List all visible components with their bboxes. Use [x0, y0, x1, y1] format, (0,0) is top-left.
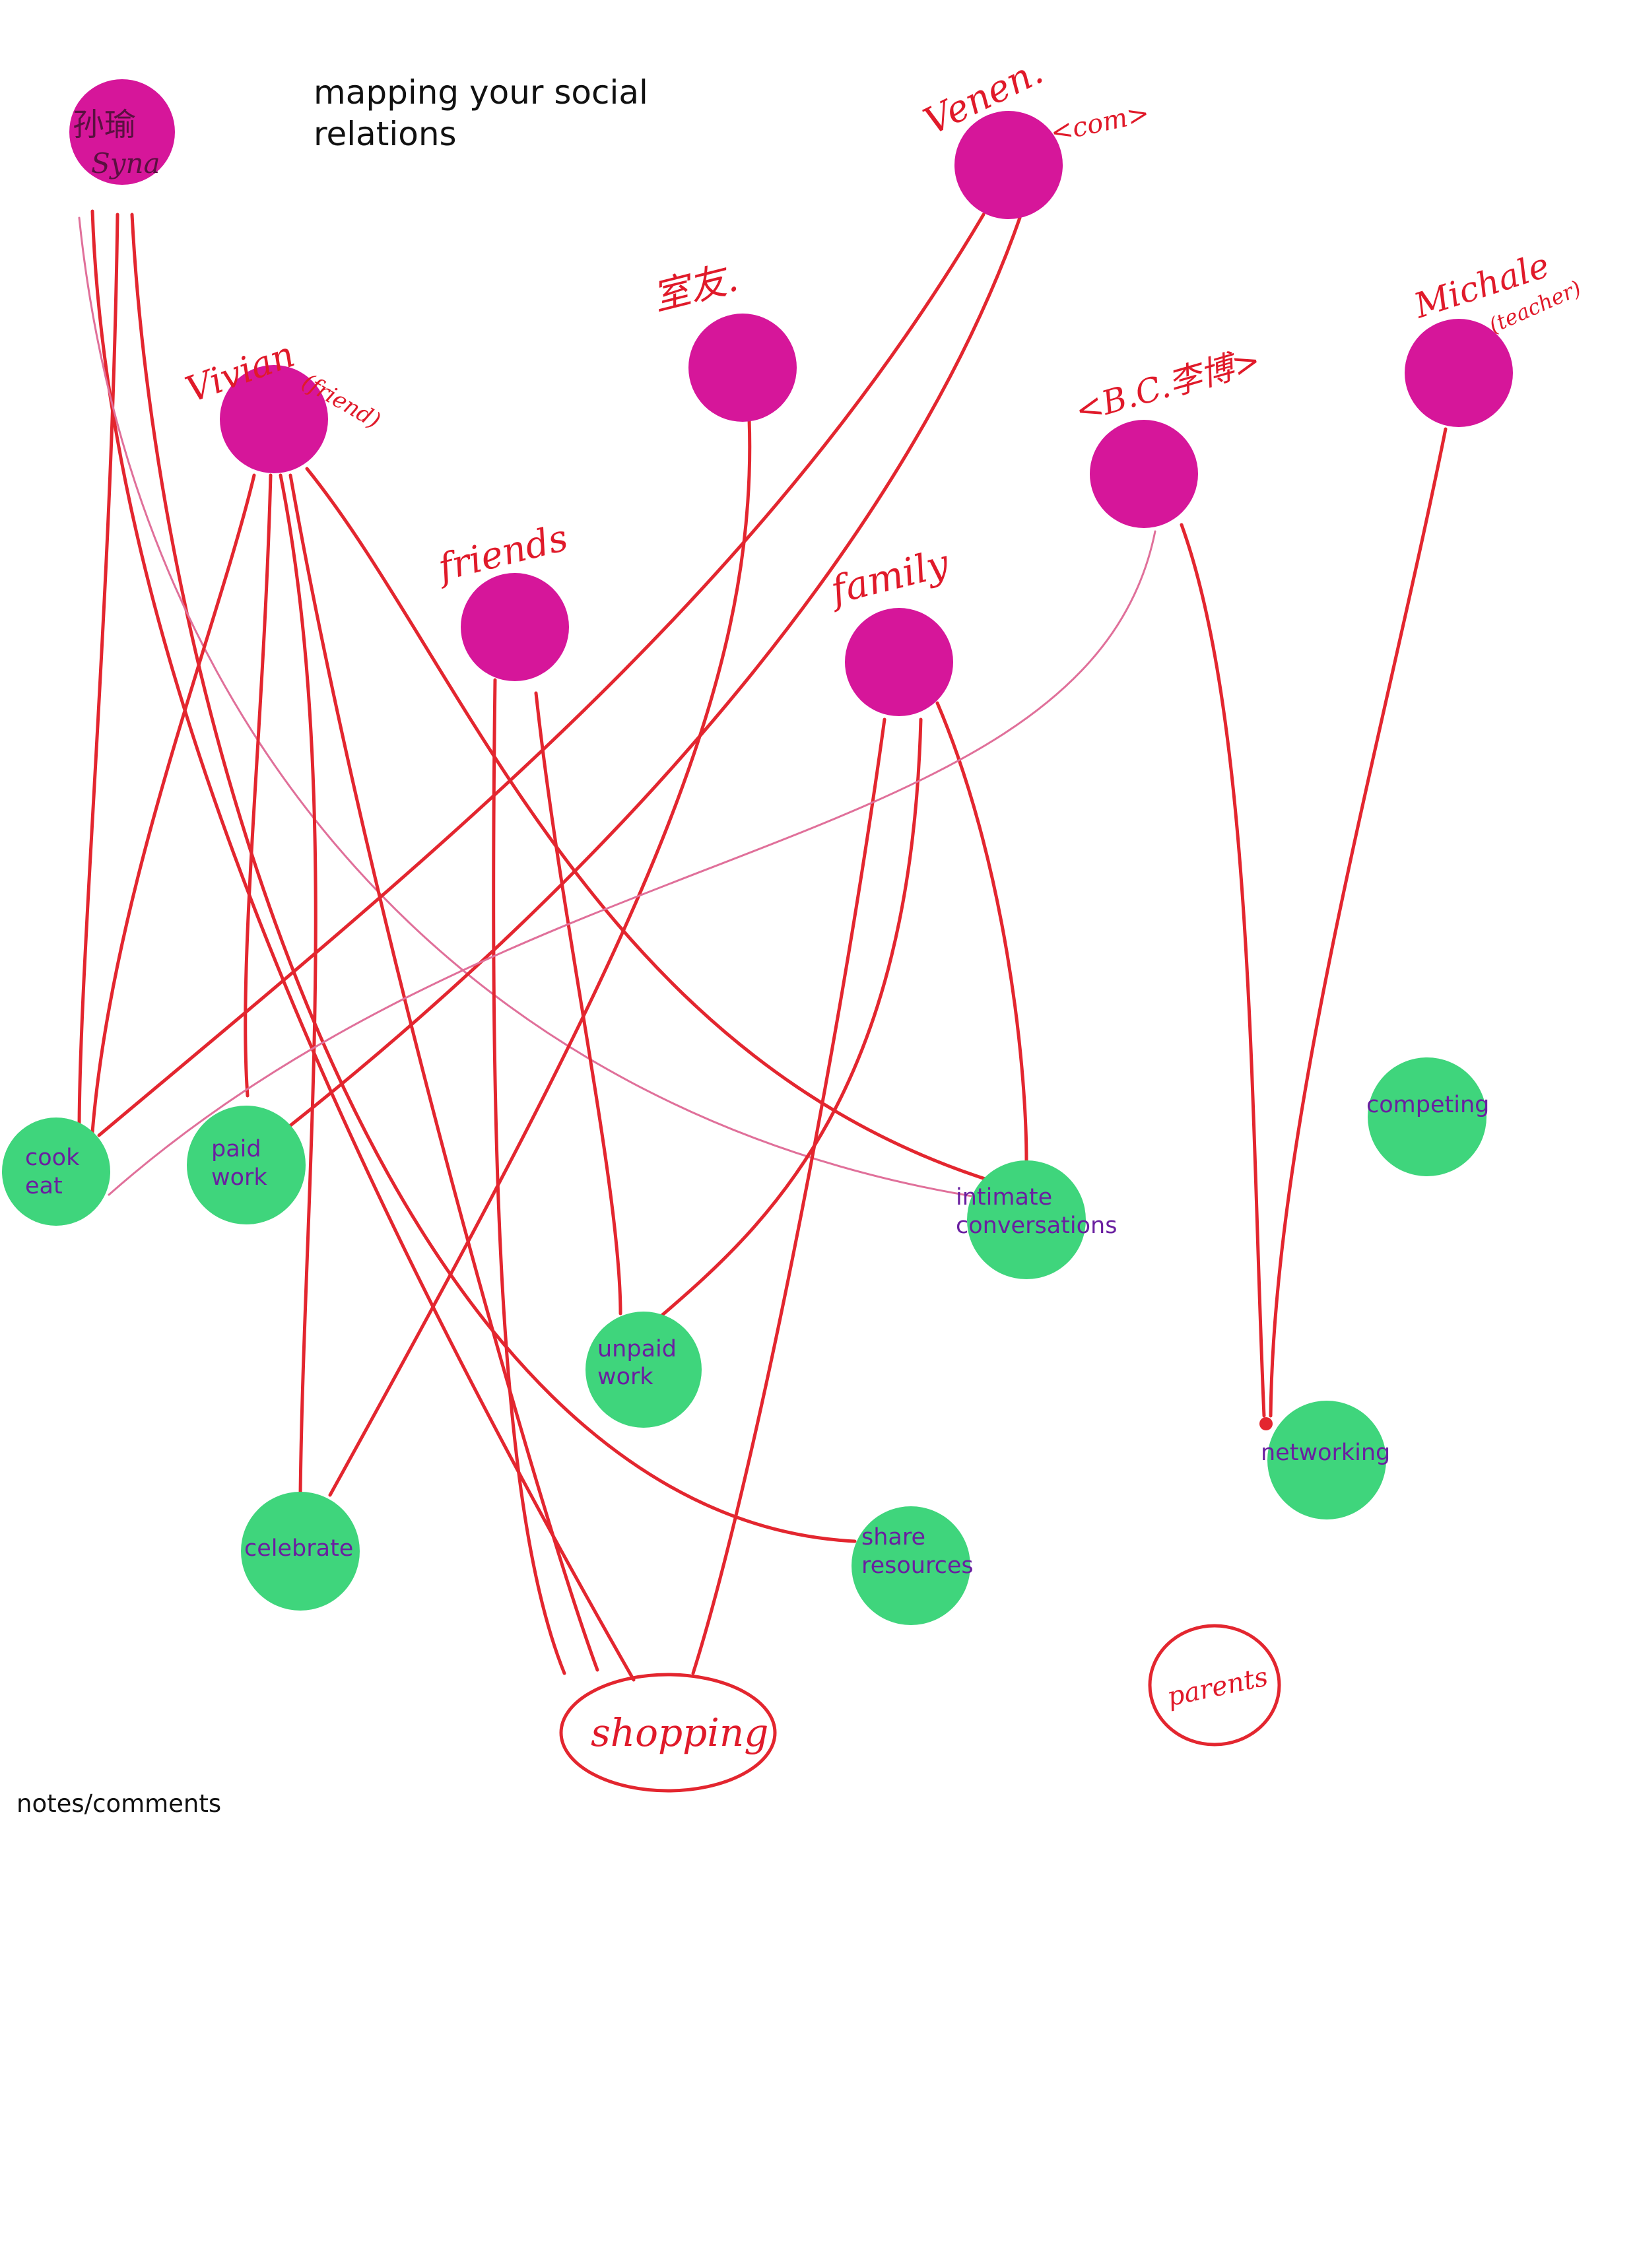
unpaid-work-label-1: unpaid: [597, 1336, 677, 1362]
intimate-label-2: conversations: [956, 1213, 1117, 1239]
activity-node-celebrate[interactable]: [241, 1492, 360, 1611]
activity-node-unpaid-work[interactable]: [585, 1312, 702, 1428]
line-venen-cook: [97, 213, 986, 1137]
line-family-intimate: [935, 701, 1028, 1164]
line-vivian-intimate: [305, 467, 995, 1184]
shopping-label: shopping: [591, 1710, 768, 1755]
cook-label-1: cook: [25, 1145, 80, 1171]
person-node-bc[interactable]: [1090, 420, 1198, 528]
line-syna-share: [130, 213, 857, 1543]
intimate-label-1: intimate: [956, 1184, 1052, 1211]
unpaid-work-label-2: work: [597, 1364, 653, 1390]
activity-node-intimate[interactable]: [967, 1160, 1086, 1279]
syna-label-1: 孙瑜: [73, 106, 136, 143]
share-resources-label-1: share: [861, 1524, 925, 1551]
activity-node-networking[interactable]: [1267, 1401, 1386, 1519]
person-node-vivian[interactable]: [220, 365, 328, 473]
share-resources-label-2: resources: [861, 1552, 974, 1579]
line-vivian-paid: [244, 473, 273, 1098]
line-bc-cook: [108, 530, 1156, 1196]
person-node-friends[interactable]: [461, 573, 569, 681]
classmate-label: 室友.: [649, 257, 743, 319]
line-syna-cook: [77, 213, 119, 1134]
activity-nodes: [2, 1057, 1487, 1625]
competing-label: competing: [1366, 1092, 1489, 1118]
shopping-ring[interactable]: [559, 1673, 777, 1793]
paid-work-label-2: work: [211, 1164, 267, 1191]
line-vivian-cook: [90, 473, 256, 1134]
person-node-family[interactable]: [845, 608, 953, 716]
line-bc-networking: [1180, 523, 1266, 1418]
activity-node-competing[interactable]: [1368, 1057, 1487, 1176]
line-venen-paid: [288, 216, 1022, 1127]
networking-dot: [1259, 1417, 1273, 1430]
person-node-michale[interactable]: [1405, 319, 1513, 427]
connection-lines: [77, 209, 1448, 1682]
line-syna-intimate: [78, 217, 985, 1199]
title-line-2: relations: [314, 115, 457, 153]
cook-label-2: eat: [25, 1173, 63, 1199]
person-node-syna[interactable]: [69, 79, 175, 185]
parents-ring[interactable]: [1148, 1624, 1281, 1747]
bc-label: <B.C.李博>: [1071, 341, 1265, 430]
title-line-1: mapping your social: [314, 73, 648, 112]
line-family-shopping: [691, 717, 886, 1675]
line-family-unpaid: [658, 717, 923, 1319]
line-vivian-celebrate: [279, 473, 317, 1497]
activity-node-share-resources[interactable]: [852, 1506, 970, 1625]
celebrate-label: celebrate: [244, 1535, 353, 1562]
line-friends-shopping: [492, 678, 566, 1675]
person-node-classmate[interactable]: [688, 314, 797, 422]
line-vivian-shopping: [288, 473, 599, 1672]
notes-label: notes/comments: [17, 1789, 221, 1818]
line-syna-celebrate: [90, 209, 636, 1682]
activity-node-cook[interactable]: [2, 1117, 110, 1226]
parents-label: parents: [1164, 1661, 1271, 1712]
syna-label-2: Syna: [91, 147, 160, 180]
networking-label: networking: [1261, 1440, 1390, 1466]
line-michale-networking: [1269, 427, 1448, 1418]
activity-node-paid-work[interactable]: [187, 1106, 306, 1224]
paid-work-label-1: paid: [211, 1136, 261, 1162]
line-friends-unpaid: [534, 691, 622, 1316]
person-node-venen[interactable]: [954, 111, 1063, 219]
person-nodes: [69, 79, 1513, 716]
venen-note: <com>: [1048, 98, 1153, 148]
